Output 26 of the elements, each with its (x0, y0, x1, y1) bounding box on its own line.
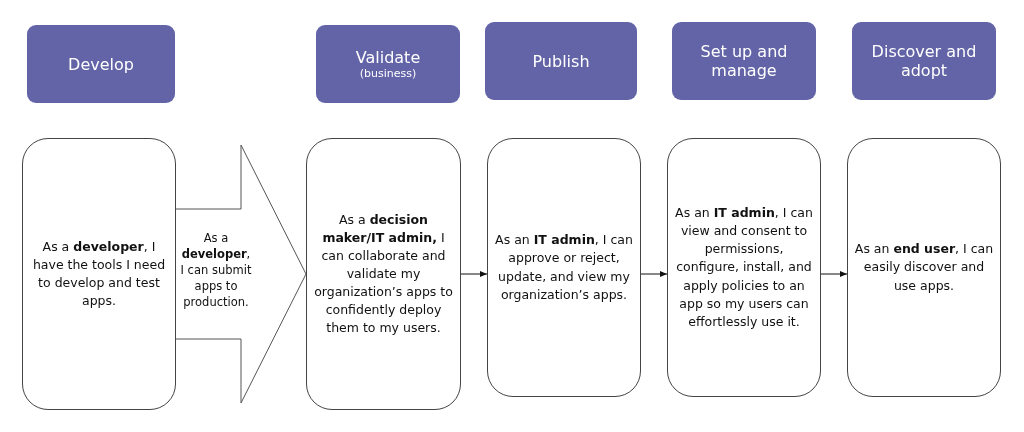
stage-header (672, 22, 816, 100)
description-text: As an IT admin, I can approve or reject, update, and view my organization’s apps. (494, 231, 634, 304)
block-arrow (175, 144, 307, 404)
rounded-box (847, 138, 1001, 397)
stage-header (485, 22, 637, 100)
rounded-box (306, 138, 461, 410)
stage-title: Set up and manage (699, 42, 789, 80)
rounded-box (22, 138, 176, 410)
edge-label: As a developer, I can submit apps to production. (180, 230, 252, 311)
stage-title: Validate (355, 48, 421, 67)
description-text: As a decision maker/IT admin, I can collaborate and validate my organization’s apps to confidently deploy them to my users. (313, 210, 454, 338)
stage-title: Publish (532, 51, 590, 71)
stage-subtitle: (business) (359, 67, 417, 80)
stage-title: Discover and adopt (870, 42, 978, 80)
arrow (640, 271, 668, 277)
rounded-box (487, 138, 641, 397)
stage-header (27, 25, 175, 103)
rounded-box (667, 138, 821, 397)
arrow (460, 271, 488, 277)
stage-header (852, 22, 996, 100)
arrow (820, 271, 848, 277)
description-text: As a developer, I have the tools I need to develop and test apps. (31, 237, 167, 311)
description-text: As an IT admin, I can view and consent to permissions, configure, install, and apply policies to an app so my users can effortlessly use it. (674, 204, 814, 331)
stage-header (316, 25, 460, 103)
description-text: As an end user, I can easily discover and use apps. (854, 240, 994, 295)
stage-title: Develop (68, 54, 134, 74)
